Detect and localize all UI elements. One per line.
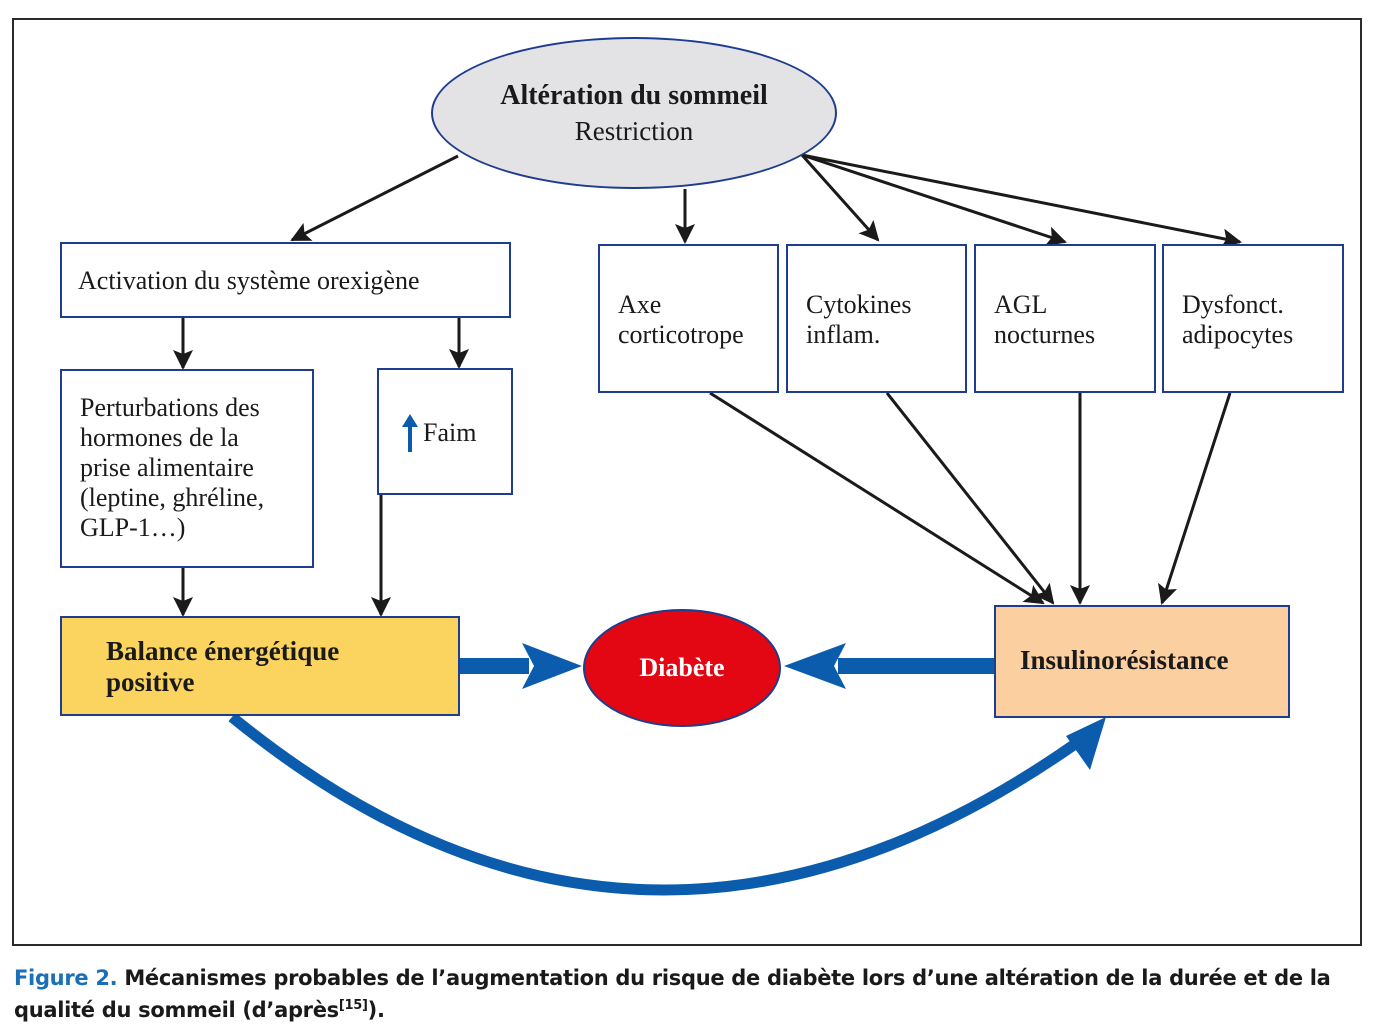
cortico-line-2: corticotrope	[618, 320, 744, 349]
agl-label: AGL nocturnes	[994, 290, 1095, 350]
caption-reference: [15]	[338, 998, 368, 1013]
adipo-box: Dysfonct. adipocytes	[1162, 244, 1344, 393]
adipo-label: Dysfonct. adipocytes	[1182, 290, 1293, 350]
adipo-line-1: Dysfonct.	[1182, 290, 1284, 319]
arrow-adipo-insulin	[1158, 392, 1232, 605]
balance-label: Balance énergétique positive	[106, 636, 339, 698]
hormones-box: Perturbations des hormones de la prise a…	[60, 369, 314, 568]
agl-box: AGL nocturnes	[974, 244, 1156, 393]
cortico-label: Axe corticotrope	[618, 290, 744, 350]
sleep-alteration-ellipse: Altération du sommeil Restriction	[431, 37, 837, 189]
arrow-sleep-orexigenic	[290, 154, 459, 242]
cortico-line-1: Axe	[618, 290, 662, 319]
arrow-sleep-cytokines	[800, 154, 880, 242]
agl-line-2: nocturnes	[994, 320, 1096, 349]
arrow-insulin-diabetes	[784, 643, 995, 689]
hormones-line-4: (leptine, ghréline,	[80, 483, 265, 512]
cytokines-box: Cytokines inflam.	[786, 244, 967, 393]
insulin-box: Insulinorésistance	[994, 605, 1290, 718]
orexigenic-label: Activation du système orexigène	[78, 266, 420, 295]
agl-line-1: AGL	[994, 290, 1048, 319]
hormones-line-3: prise alimentaire	[80, 453, 254, 482]
sleep-alteration-title: Altération du sommeil	[500, 79, 768, 111]
cortico-box: Axe corticotrope	[598, 244, 779, 393]
up-arrow-icon	[402, 414, 418, 452]
cytokines-line-1: Cytokines	[806, 290, 912, 319]
hormones-line-2: hormones de la	[80, 423, 239, 452]
arrow-balance-diabetes	[459, 643, 582, 689]
cytokines-line-2: inflam.	[806, 320, 881, 349]
arrow-balance-insulin-curve	[228, 712, 1106, 896]
diabetes-ellipse: Diabète	[583, 609, 781, 727]
adipo-line-2: adipocytes	[1182, 320, 1294, 349]
caption-end: ).	[367, 998, 385, 1022]
hunger-box: Faim	[377, 368, 513, 495]
hormones-line-1: Perturbations des	[80, 393, 260, 422]
hormones-label: Perturbations des hormones de la prise a…	[80, 393, 264, 543]
hormones-line-5: GLP-1…)	[80, 513, 186, 542]
orexigenic-box: Activation du système orexigène	[60, 242, 511, 318]
arrow-sleep-adipo	[801, 153, 1242, 249]
arrow-cytokines-insulin	[885, 392, 1055, 605]
balance-line-2: positive	[106, 667, 195, 697]
diabetes-label: Diabète	[639, 653, 725, 682]
arrow-sleep-agl	[801, 153, 1067, 246]
figure-caption: Figure 2. Mécanismes probables de l’augm…	[14, 964, 1370, 1024]
arrow-cortico-insulin	[709, 391, 1045, 605]
sleep-alteration-subtitle: Restriction	[574, 115, 694, 146]
balance-box: Balance énergétique positive	[60, 616, 460, 716]
hunger-label: Faim	[423, 418, 477, 447]
caption-text: Mécanismes probables de l’augmentation d…	[14, 966, 1331, 1022]
cytokines-label: Cytokines inflam.	[806, 290, 911, 350]
insulin-label: Insulinorésistance	[1020, 645, 1229, 675]
caption-label: Figure 2.	[14, 966, 118, 990]
balance-line-1: Balance énergétique	[106, 636, 340, 666]
